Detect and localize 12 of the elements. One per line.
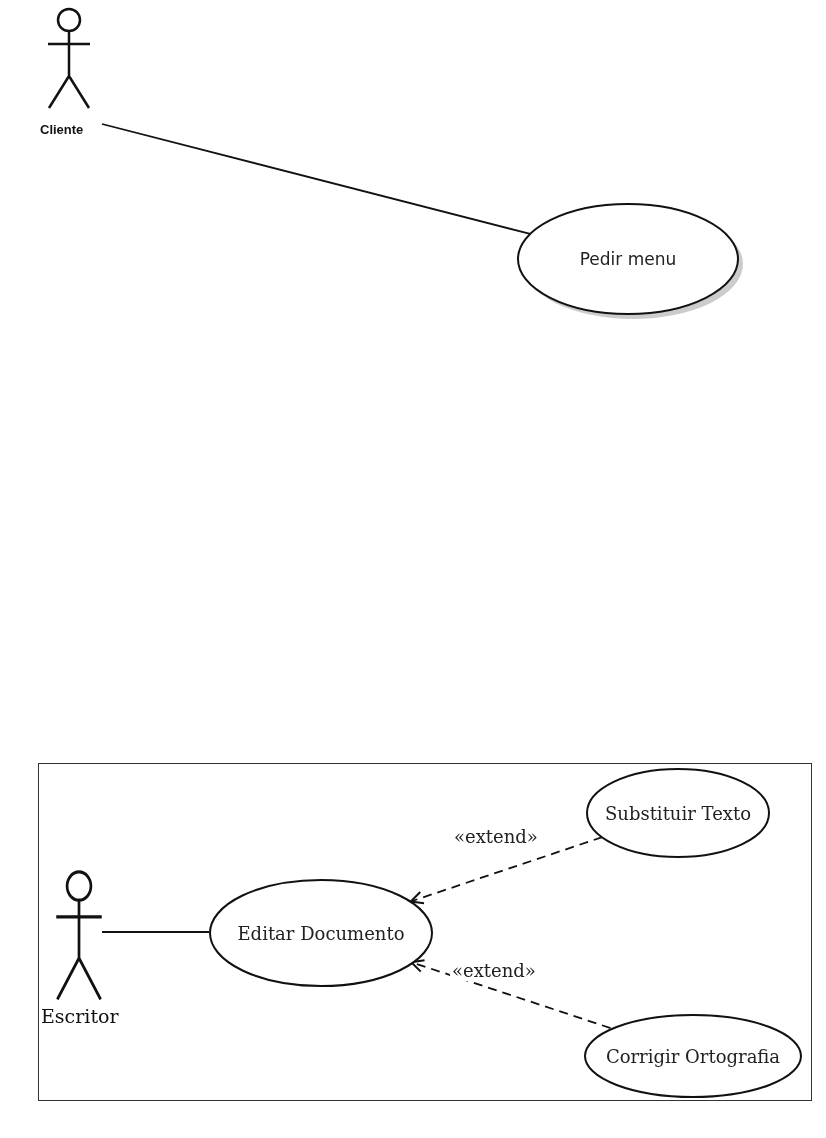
edge-label: «extend» [450,960,538,981]
use-case-label: Pedir menu [578,249,678,269]
use-case-label: Corrigir Ortografia [604,1045,782,1067]
dashed-arrow [410,959,612,1029]
dashed-arrow [409,836,604,905]
actor-label: Escritor [41,1005,119,1027]
association-line [101,123,532,235]
use-case-label: Substituir Texto [603,802,753,824]
use-case-label: Editar Documento [236,922,406,944]
system-frame [38,763,812,1101]
actor-label: Cliente [40,122,84,137]
association-line [101,931,210,933]
